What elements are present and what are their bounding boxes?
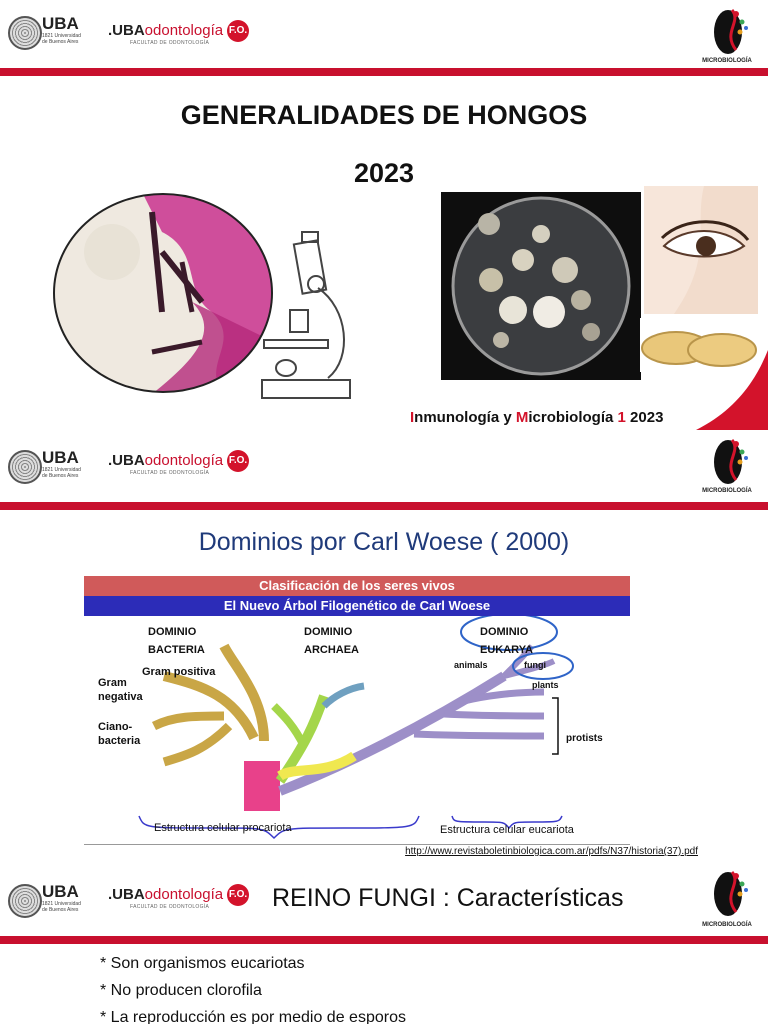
microbiology-logo-icon <box>714 9 748 54</box>
microbiology-logo-icon <box>714 871 748 916</box>
phylogenetic-tree-figure: Clasificación de los seres vivos El Nuev… <box>84 574 632 846</box>
slide-header: UBA 1821 Universidad de Buenos Aires .UB… <box>0 430 768 494</box>
list-item: * La reproducción es por medio de esporo… <box>100 1009 406 1024</box>
slide-header: UBA 1821 Universidad de Buenos Aires .UB… <box>0 858 768 928</box>
uba-logo-subtext: 1821 Universidad de Buenos Aires <box>42 901 81 913</box>
source-link[interactable]: http://www.revistaboletinbiologica.com.a… <box>405 846 698 857</box>
tree-branches <box>138 616 574 840</box>
animals-label: animals <box>454 660 488 670</box>
cyanobacteria-label: Ciano-bacteria <box>98 721 141 747</box>
gram-positive-label: Gram positiva <box>142 666 216 678</box>
protists-label: protists <box>566 733 603 744</box>
slide-3: UBA 1821 Universidad de Buenos Aires .UB… <box>0 858 768 1024</box>
eye-photo <box>644 186 758 314</box>
list-item: * Son organismos eucariotas <box>100 955 305 972</box>
agar-plates-photo <box>640 318 760 372</box>
plants-label: plants <box>532 680 559 690</box>
microbiology-label: MICROBIOLOGÍA <box>702 488 752 494</box>
slide-1: UBA 1821 Universidad de Buenos Aires .UB… <box>0 0 768 430</box>
banner-woese-tree: El Nuevo Árbol Filogenético de Carl Woes… <box>84 596 630 616</box>
fo-badge-icon: F.O. <box>227 884 249 906</box>
fo-logo: .UBAodontología <box>108 452 224 469</box>
list-item: * No producen clorofila <box>100 982 262 999</box>
fo-logo-subtext: FACULTAD DE ODONTOLOGÍA <box>130 904 210 910</box>
slide-header: UBA 1821 Universidad de Buenos Aires .UB… <box>0 0 768 68</box>
fo-logo: .UBAodontología <box>108 886 224 903</box>
characteristics-list: * Son organismos eucariotas * No produce… <box>100 950 406 1024</box>
figure-baseline <box>84 844 630 845</box>
fo-badge-icon: F.O. <box>227 20 249 42</box>
microbiology-logo-icon <box>714 439 748 484</box>
microbiology-label: MICROBIOLOGÍA <box>702 922 752 928</box>
slide-year: 2023 <box>353 158 415 188</box>
uba-seal-icon <box>8 16 42 50</box>
fo-logo-subtext: FACULTAD DE ODONTOLOGÍA <box>130 470 210 476</box>
fo-logo: .UBAodontología <box>108 22 224 39</box>
slide-title: REINO FUNGI : Características <box>272 884 624 912</box>
slide-2: UBA 1821 Universidad de Buenos Aires .UB… <box>0 430 768 858</box>
header-divider <box>0 936 768 944</box>
uba-seal-icon <box>8 450 42 484</box>
petri-dish-photo <box>441 192 641 380</box>
microscopy-image <box>53 193 273 393</box>
corner-decoration <box>696 350 768 430</box>
fungi-label: fungi <box>524 660 546 670</box>
microscope-icon <box>261 231 351 399</box>
uba-logo-text: UBA <box>42 448 79 467</box>
microbiology-label: MICROBIOLOGÍA <box>702 58 752 64</box>
fo-badge-icon: F.O. <box>227 450 249 472</box>
uba-logo-subtext: 1821 Universidad de Buenos Aires <box>42 467 81 479</box>
slide-title: GENERALIDADES DE HONGOS <box>180 100 588 130</box>
slide-title: Dominios por Carl Woese ( 2000) <box>198 528 570 556</box>
eukaryotic-structure-label: Estructura celular eucariota <box>440 824 574 836</box>
fo-logo-subtext: FACULTAD DE ODONTOLOGÍA <box>130 40 210 46</box>
uba-seal-icon <box>8 884 42 918</box>
prokaryotic-structure-label: Estructura celular procariota <box>154 822 292 834</box>
banner-classification: Clasificación de los seres vivos <box>84 576 630 596</box>
uba-logo-subtext: 1821 Universidad de Buenos Aires <box>42 33 81 45</box>
header-divider <box>0 502 768 510</box>
uba-logo-text: UBA <box>42 14 79 33</box>
header-divider <box>0 68 768 76</box>
uba-logo-text: UBA <box>42 882 79 901</box>
course-credit: Inmunología y Microbiología 1 2023 <box>410 409 664 426</box>
